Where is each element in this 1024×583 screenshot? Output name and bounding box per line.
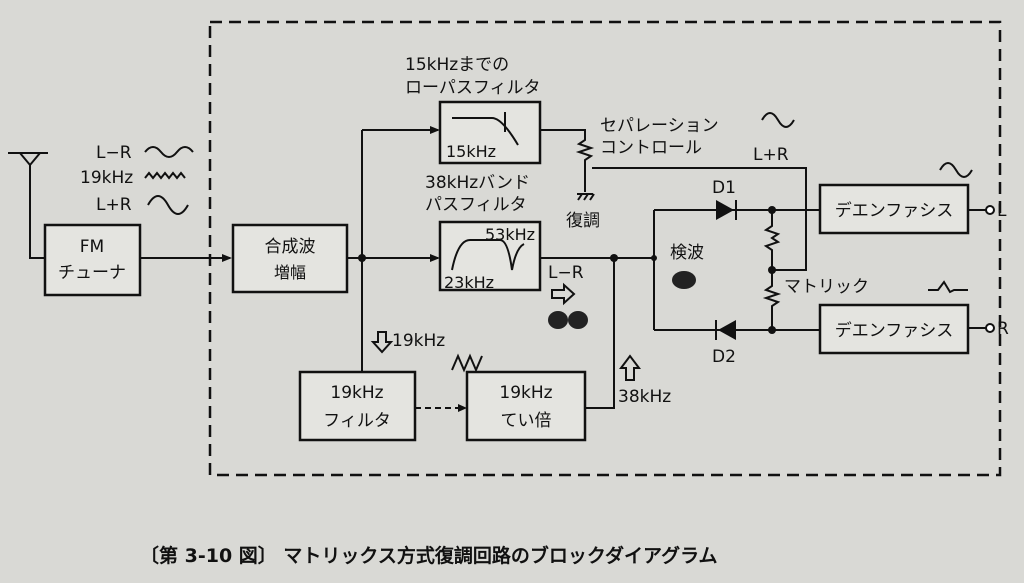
output-r-label: R xyxy=(997,319,1009,339)
matrix-resistors xyxy=(762,210,782,330)
wave-icon xyxy=(147,195,189,215)
svg-text:チューナ: チューナ xyxy=(58,263,126,283)
wave-icon xyxy=(761,112,795,128)
dashed-boundary xyxy=(208,20,1002,477)
subcarrier-38k-label: 38kHz xyxy=(618,387,671,407)
control-label: コントロール xyxy=(600,138,702,158)
fm-tuner-block: FM チューナ xyxy=(43,223,142,297)
svg-text:増幅: 増幅 xyxy=(274,263,306,282)
d1-label: D1 xyxy=(712,178,736,198)
arrow-right-icon xyxy=(551,282,576,306)
svg-text:デエンファシス: デエンファシス xyxy=(835,200,954,221)
svg-text:19kHz: 19kHz xyxy=(330,383,383,403)
lpf-label: 15kHzまでの xyxy=(405,55,509,75)
l-plus-r-label: L+R xyxy=(753,145,789,165)
bpf-label-2: パスフィルタ xyxy=(425,195,527,215)
pulse-wave-icon xyxy=(451,353,483,373)
l-minus-r-label: L−R xyxy=(548,263,584,283)
pilot-19k-label: 19kHz xyxy=(392,331,445,351)
filter-19k-block: 19kHz フィルタ xyxy=(298,370,417,442)
svg-text:FM: FM xyxy=(80,237,104,257)
svg-text:デエンファシス: デエンファシス xyxy=(835,320,954,341)
svg-text:19kHz: 19kHz xyxy=(499,383,552,403)
antenna-icon xyxy=(8,152,48,259)
svg-text:23kHz: 23kHz xyxy=(444,273,494,292)
diode-d2 xyxy=(718,320,736,340)
wave-icon xyxy=(144,146,194,158)
wave-icon xyxy=(928,280,968,294)
wave-icon xyxy=(939,162,973,178)
diode-d1 xyxy=(716,200,734,220)
signal-pilot: 19kHz xyxy=(80,168,133,188)
svg-text:15kHz: 15kHz xyxy=(446,142,496,161)
composite-amp-block: 合成波 増幅 xyxy=(231,223,349,294)
lpf-block: 15kHz xyxy=(438,100,542,165)
svg-text:てい倍: てい倍 xyxy=(501,411,552,431)
output-l-label: L xyxy=(997,201,1007,221)
signal-l-minus-r: L−R xyxy=(96,143,132,163)
separation-potentiometer xyxy=(540,129,595,192)
arrow-down-icon xyxy=(370,331,394,354)
bpf-block: 53kHz 23kHz xyxy=(438,220,542,292)
bpf-label: 38kHzバンド xyxy=(425,173,530,193)
svg-text:合成波: 合成波 xyxy=(265,237,316,257)
wave-icon xyxy=(144,171,186,180)
detected-wave-icon xyxy=(672,271,696,289)
lpf-label-2: ローパスフィルタ xyxy=(405,78,541,98)
ground-icon xyxy=(577,193,595,201)
demod-label: 復調 xyxy=(566,211,600,231)
arrow-up-icon xyxy=(619,354,641,381)
svg-text:53kHz: 53kHz xyxy=(485,225,535,244)
am-wave-icon xyxy=(548,311,568,329)
figure-caption: 〔第 3-10 図〕 マトリックス方式復調回路のブロックダイアグラム xyxy=(140,544,718,567)
matrix-label: マトリック xyxy=(784,277,869,297)
detection-label: 検波 xyxy=(670,243,704,263)
output-l-terminal xyxy=(985,205,995,215)
svg-text:フィルタ: フィルタ xyxy=(323,411,391,431)
doubler-block: 19kHz てい倍 xyxy=(465,370,587,442)
d2-label: D2 xyxy=(712,347,736,367)
signal-l-plus-r: L+R xyxy=(96,195,132,215)
deemphasis-l-block: デエンファシス xyxy=(818,183,970,235)
output-r-terminal xyxy=(985,323,995,333)
deemphasis-r-block: デエンファシス xyxy=(818,303,970,355)
separation-label: セパレーション xyxy=(600,116,719,136)
